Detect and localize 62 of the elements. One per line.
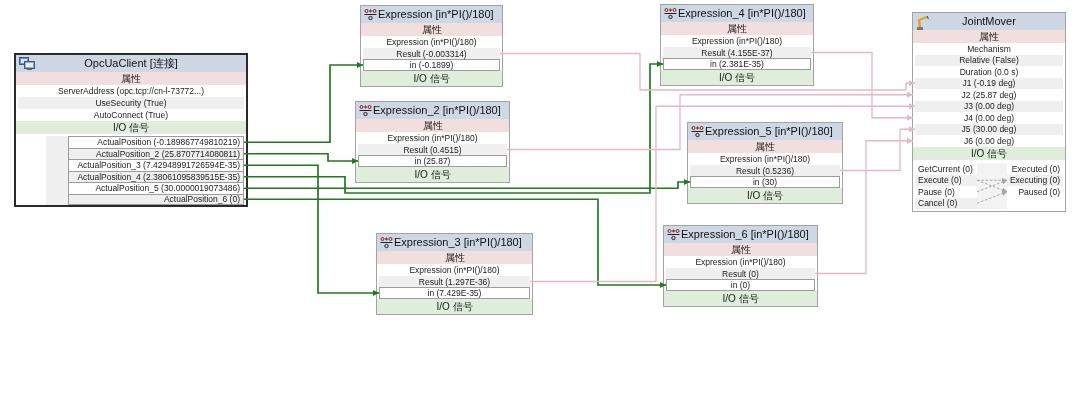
connector-arrow bbox=[243, 198, 667, 288]
signal-row: ActualPosition (-0.189867749810219) bbox=[68, 136, 244, 149]
property-row: Result (4.155E-37) bbox=[663, 47, 811, 58]
property-row: UseSecurity (True) bbox=[18, 97, 244, 109]
connector-arrow bbox=[506, 91, 914, 151]
component-panel bbox=[14, 53, 248, 207]
section-header: 属性 bbox=[16, 72, 246, 85]
section-header: 属性 bbox=[688, 140, 842, 153]
connector-arrow bbox=[243, 152, 359, 164]
component-panel bbox=[687, 122, 843, 204]
signal-link-arrow bbox=[976, 191, 1008, 204]
component-title: Expression_4 [in*PI()/180] bbox=[678, 7, 806, 20]
connector-arrow bbox=[529, 103, 916, 283]
section-header: 属性 bbox=[664, 243, 817, 256]
component-panel bbox=[360, 5, 503, 87]
component-panel bbox=[660, 4, 814, 86]
property-row: Result (0.5236) bbox=[690, 165, 840, 176]
signal-row: in (2.381E-35) bbox=[663, 58, 811, 70]
section-header: I/O 信号 bbox=[361, 71, 502, 86]
component-panel bbox=[912, 12, 1066, 212]
section-header: I/O 信号 bbox=[913, 147, 1065, 160]
section-header: 属性 bbox=[661, 22, 813, 35]
section-header: I/O 信号 bbox=[661, 70, 813, 85]
component-title: Expression_5 [in*PI()/180] bbox=[705, 125, 833, 138]
component-panel bbox=[663, 225, 818, 307]
section-header: I/O 信号 bbox=[664, 291, 817, 306]
signal-row: in (7.429E-35) bbox=[379, 287, 530, 299]
component-title: Expression [in*PI()/180] bbox=[378, 8, 494, 21]
property-row: Result (0.4515) bbox=[358, 144, 507, 155]
component-panel bbox=[355, 101, 510, 183]
connector-arrow bbox=[243, 61, 664, 194]
property-row: Result (1.297E-36) bbox=[379, 276, 530, 287]
connector-arrow bbox=[814, 137, 914, 275]
signal-row: ActualPosition_5 (30.0000019073486) bbox=[68, 182, 244, 195]
signal-row: in (-0.1899) bbox=[363, 59, 500, 71]
signal-row: ActualPosition_3 (7.42948991726594E-35) bbox=[68, 159, 244, 172]
connector-arrow bbox=[810, 51, 914, 121]
connector-arrow bbox=[243, 179, 691, 190]
component-title: Expression_3 [in*PI()/180] bbox=[394, 236, 522, 249]
connector-arrow bbox=[243, 164, 380, 296]
property-row: Result (0) bbox=[666, 268, 815, 279]
component-title: Expression_2 [in*PI()/180] bbox=[373, 104, 501, 117]
signal-row: in (0) bbox=[666, 279, 815, 291]
property-row: Result (-0.003314) bbox=[363, 48, 500, 59]
component-title: JointMover bbox=[962, 15, 1016, 28]
connector-arrow bbox=[243, 62, 364, 144]
signal-link-arrow bbox=[976, 177, 1008, 183]
section-header: I/O 信号 bbox=[688, 188, 842, 203]
connector-arrow bbox=[839, 126, 916, 172]
section-header: 属性 bbox=[356, 119, 509, 132]
connector-arrow bbox=[499, 52, 916, 91]
section-header: I/O 信号 bbox=[377, 299, 532, 314]
component-title: OpcUaClient [连接] bbox=[84, 57, 178, 70]
component-title: Expression_6 [in*PI()/180] bbox=[681, 228, 809, 241]
section-header: 属性 bbox=[377, 251, 532, 264]
section-header: I/O 信号 bbox=[16, 121, 246, 134]
section-header: 属性 bbox=[361, 23, 502, 36]
signal-row: in (30) bbox=[690, 176, 840, 188]
section-header: I/O 信号 bbox=[356, 167, 509, 182]
signal-row: in (25.87) bbox=[358, 155, 507, 167]
component-panel bbox=[376, 233, 533, 315]
section-header: 属性 bbox=[913, 30, 1065, 43]
